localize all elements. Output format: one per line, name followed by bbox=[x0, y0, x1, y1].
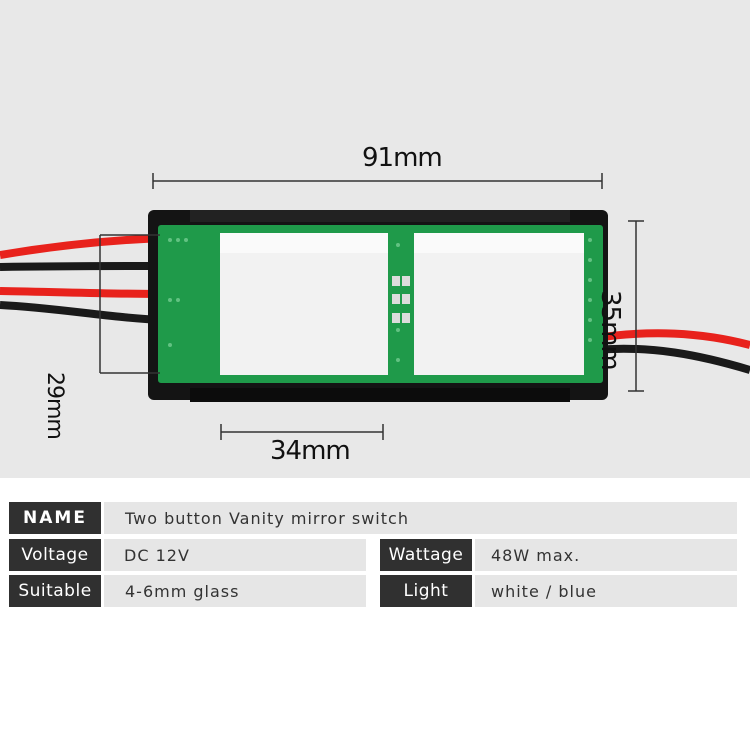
spec-wattage-label: Wattage bbox=[380, 539, 472, 571]
left-wires bbox=[0, 234, 166, 324]
spec-light-value: white / blue bbox=[475, 575, 737, 607]
dimension-pad-width-label: 34mm bbox=[270, 436, 351, 466]
spec-table: NAME Two button Vanity mirror switch Vol… bbox=[0, 478, 750, 750]
product-photo: 91mm 35mm 29mm 34mm bbox=[0, 0, 750, 478]
switch-illustration bbox=[0, 173, 750, 440]
spec-light-label: Light bbox=[380, 575, 472, 607]
touch-pad-left bbox=[220, 233, 388, 375]
spec-suitable-label: Suitable bbox=[9, 575, 101, 607]
dimension-lines bbox=[99, 173, 644, 440]
right-wires bbox=[594, 329, 750, 374]
spec-wattage-value: 48W max. bbox=[475, 539, 737, 571]
spec-voltage-value: DC 12V bbox=[104, 539, 366, 571]
spec-suitable-value: 4-6mm glass bbox=[104, 575, 366, 607]
touch-pad-right bbox=[414, 233, 584, 375]
dimension-inner-height-label: 29mm bbox=[42, 372, 67, 439]
spec-voltage-label: Voltage bbox=[9, 539, 101, 571]
spec-name-label: NAME bbox=[9, 502, 101, 534]
dimension-height-label: 35mm bbox=[595, 290, 625, 370]
dimension-width-label: 91mm bbox=[362, 143, 443, 173]
spec-name-value: Two button Vanity mirror switch bbox=[104, 502, 737, 534]
